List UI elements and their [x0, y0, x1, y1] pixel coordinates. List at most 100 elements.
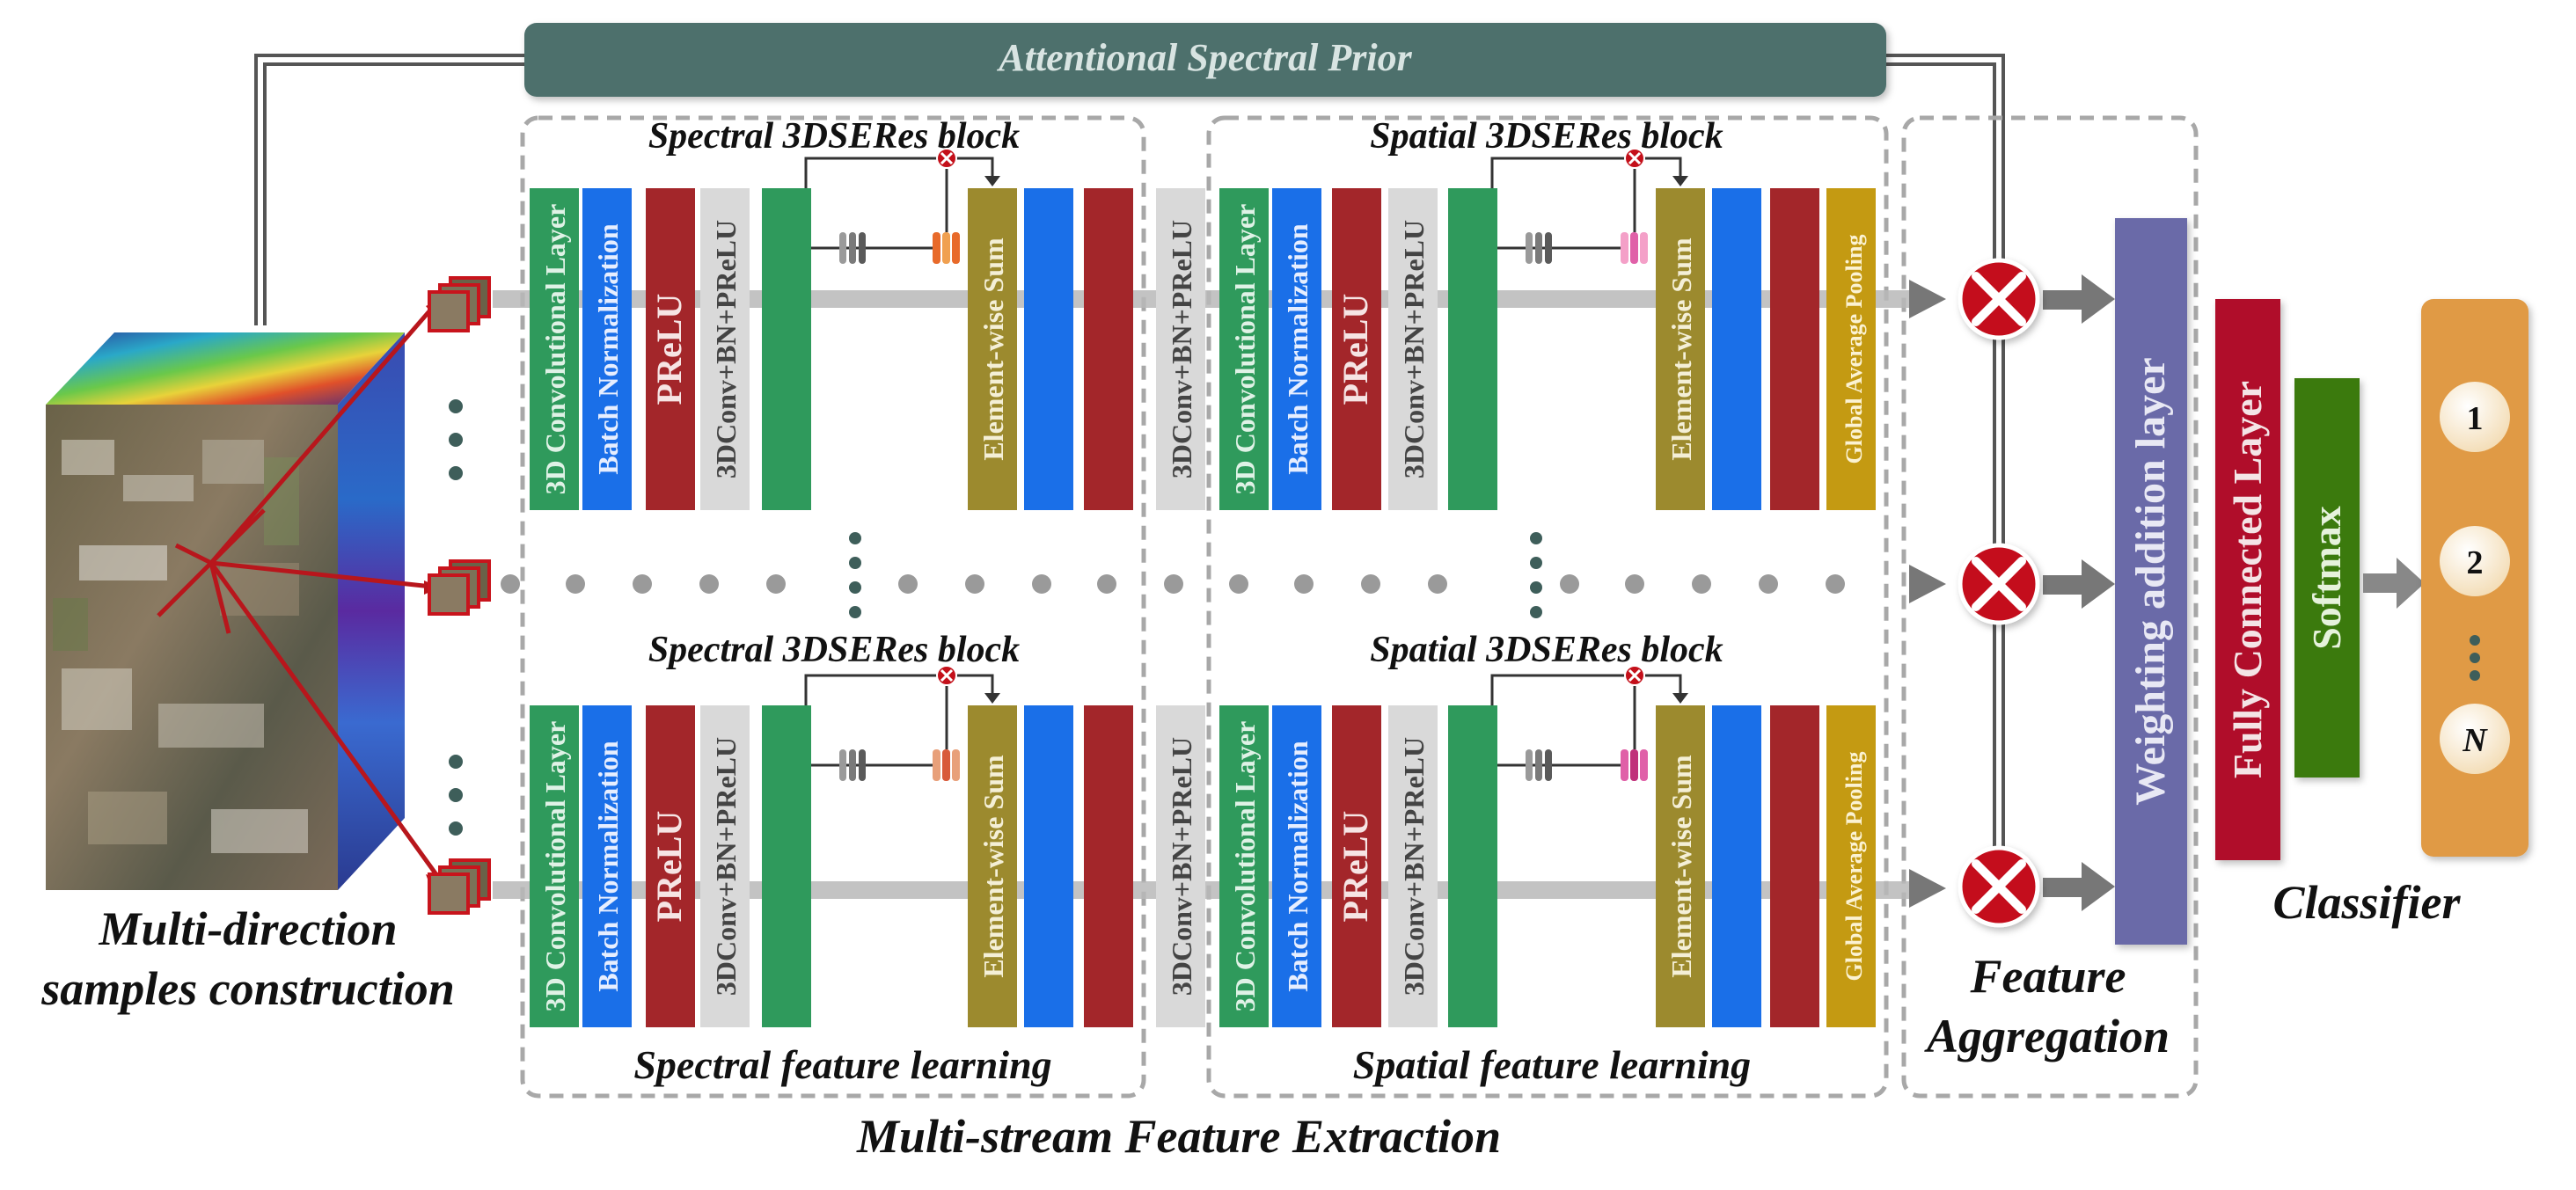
conv-layer	[1219, 188, 1269, 510]
batch-norm-layer	[1272, 705, 1321, 1027]
prelu-layer	[1084, 188, 1133, 510]
conv-bn-prelu-layer-label: 3DConv+BN+PReLU	[1398, 220, 1430, 478]
prelu-layer-label: PReLU	[1336, 294, 1375, 405]
batch-norm-layer	[1272, 188, 1321, 510]
spatial-feature-caption: Spatial feature learning	[1353, 1042, 1751, 1087]
middle-vertical-dots	[849, 532, 1542, 618]
multiply-circle-icon	[1958, 258, 2040, 340]
arrow-icon	[984, 693, 1000, 704]
conv-bn-prelu-layer	[700, 705, 750, 1027]
cross-marker-icon	[1624, 148, 1645, 169]
patch-stack-top	[428, 276, 491, 332]
spatial-block-title-bottom: Spatial 3DSERes block	[1370, 630, 1723, 670]
conv-bn-prelu-layer-label: 3DConv+BN+PReLU	[710, 220, 742, 478]
element-wise-sum-layer-label: Element-wise Sum	[1665, 755, 1697, 978]
conv-bn-prelu-layer	[1388, 188, 1438, 510]
element-wise-sum-layer	[968, 188, 1017, 510]
softmax-layer: Softmax	[2294, 378, 2360, 778]
element-wise-sum-layer	[1656, 188, 1705, 510]
conv-layer-label: 3D Convolutional Layer	[539, 204, 571, 495]
classifier-arrow	[2363, 558, 2425, 609]
middle-dots-row	[501, 574, 1845, 594]
input-caption-2: samples construction	[40, 962, 455, 1015]
conv-layer-label: 3D Convolutional Layer	[1229, 721, 1261, 1012]
conv-bn-prelu-layer	[1156, 705, 1205, 1027]
conv-bn-prelu-layer	[700, 188, 750, 510]
global-average-pooling-layer	[1826, 705, 1876, 1027]
element-wise-sum-layer	[968, 705, 1017, 1027]
conv-layer	[762, 188, 811, 510]
multiply-circle-icon	[1958, 845, 2040, 928]
conv-bn-prelu-layer-label: 3DConv+BN+PReLU	[1166, 737, 1197, 996]
hyperspectral-cube	[46, 332, 405, 890]
multi-stream-caption: Multi-stream Feature Extraction	[856, 1110, 1501, 1163]
global-average-pooling-layer-label: Global Average Pooling	[1841, 235, 1867, 464]
batch-norm-layer	[582, 188, 632, 510]
batch-norm-layer	[582, 705, 632, 1027]
squeeze-excitation-icon	[839, 749, 866, 781]
skip-connection	[1490, 157, 1682, 188]
patch-stack-bottom	[428, 858, 491, 915]
element-wise-sum-layer-label: Element-wise Sum	[1665, 237, 1697, 461]
prelu-layer-label: PReLU	[1336, 811, 1375, 923]
patch-stack-middle	[428, 559, 491, 616]
batch-norm-layer	[1024, 188, 1073, 510]
skip-connection	[1490, 674, 1682, 705]
conv-bn-prelu-layer	[1156, 188, 1205, 510]
cross-marker-icon	[936, 148, 957, 169]
conv-bn-prelu-layer-label: 3DConv+BN+PReLU	[1398, 737, 1430, 996]
batch-norm-layer	[1024, 705, 1073, 1027]
batch-norm-layer-label: Batch Normalization	[1282, 741, 1314, 992]
prelu-layer-label: PReLU	[649, 294, 689, 405]
prelu-layer	[1770, 705, 1819, 1027]
skip-connection	[804, 157, 994, 188]
conv-layer	[762, 705, 811, 1027]
squeeze-excitation-icon	[1526, 232, 1552, 264]
prelu-layer	[646, 705, 695, 1027]
output-ellipsis	[2470, 635, 2480, 681]
squeeze-excitation-icon	[933, 749, 960, 781]
direction-arrows	[157, 297, 443, 888]
batch-norm-layer	[1712, 705, 1761, 1027]
element-wise-sum-layer-label: Element-wise Sum	[977, 755, 1009, 978]
conv-layer-label: 3D Convolutional Layer	[1229, 204, 1261, 495]
prelu-layer-label: PReLU	[649, 811, 689, 923]
arrow-icon	[1672, 176, 1688, 186]
batch-norm-layer	[1712, 188, 1761, 510]
skip-connection	[804, 674, 994, 705]
softmax-label: Softmax	[2304, 506, 2349, 650]
batch-norm-layer-label: Batch Normalization	[592, 741, 624, 992]
spectral-block-title-bottom: Spectral 3DSERes block	[648, 630, 1020, 670]
conv-layer	[1448, 188, 1497, 510]
cross-marker-icon	[936, 665, 957, 686]
attentional-spectral-prior-bar: Attentional Spectral Prior	[524, 23, 1886, 97]
feature-aggregation-caption-1: Feature	[1969, 950, 2126, 1003]
batch-norm-layer-label: Batch Normalization	[1282, 223, 1314, 475]
prelu-layer	[1770, 188, 1819, 510]
spatial-feature-container	[1206, 115, 1889, 1099]
squeeze-excitation-icon	[1621, 749, 1648, 781]
spatial-block-title-top: Spatial 3DSERes block	[1370, 116, 1723, 157]
conv-bn-prelu-layer	[1388, 705, 1438, 1027]
output-node-n: N	[2440, 704, 2510, 774]
squeeze-excitation-icon	[1526, 749, 1552, 781]
conv-layer	[1448, 705, 1497, 1027]
spectral-feature-caption: Spectral feature learning	[633, 1042, 1051, 1087]
scene-texture	[53, 440, 308, 853]
weighting-addition-label: Weighting addition layer	[2127, 357, 2174, 805]
global-average-pooling-layer	[1826, 188, 1876, 510]
conv-layer	[1219, 705, 1269, 1027]
conv-bn-prelu-layer-label: 3DConv+BN+PReLU	[710, 737, 742, 996]
element-wise-sum-layer-label: Element-wise Sum	[977, 237, 1009, 461]
spectral-block-title-top: Spectral 3DSERes block	[648, 116, 1020, 157]
conv-layer	[530, 188, 579, 510]
output-node-n-label: N	[2462, 722, 2488, 759]
prelu-layer	[1332, 705, 1381, 1027]
output-node-2-label: 2	[2467, 544, 2484, 581]
conv-layer	[530, 705, 579, 1027]
output-node-2: 2	[2440, 526, 2510, 596]
cross-marker-icon	[1624, 665, 1645, 686]
conv-layer-label: 3D Convolutional Layer	[539, 721, 571, 1012]
multiply-circle-icon	[1958, 543, 2040, 625]
